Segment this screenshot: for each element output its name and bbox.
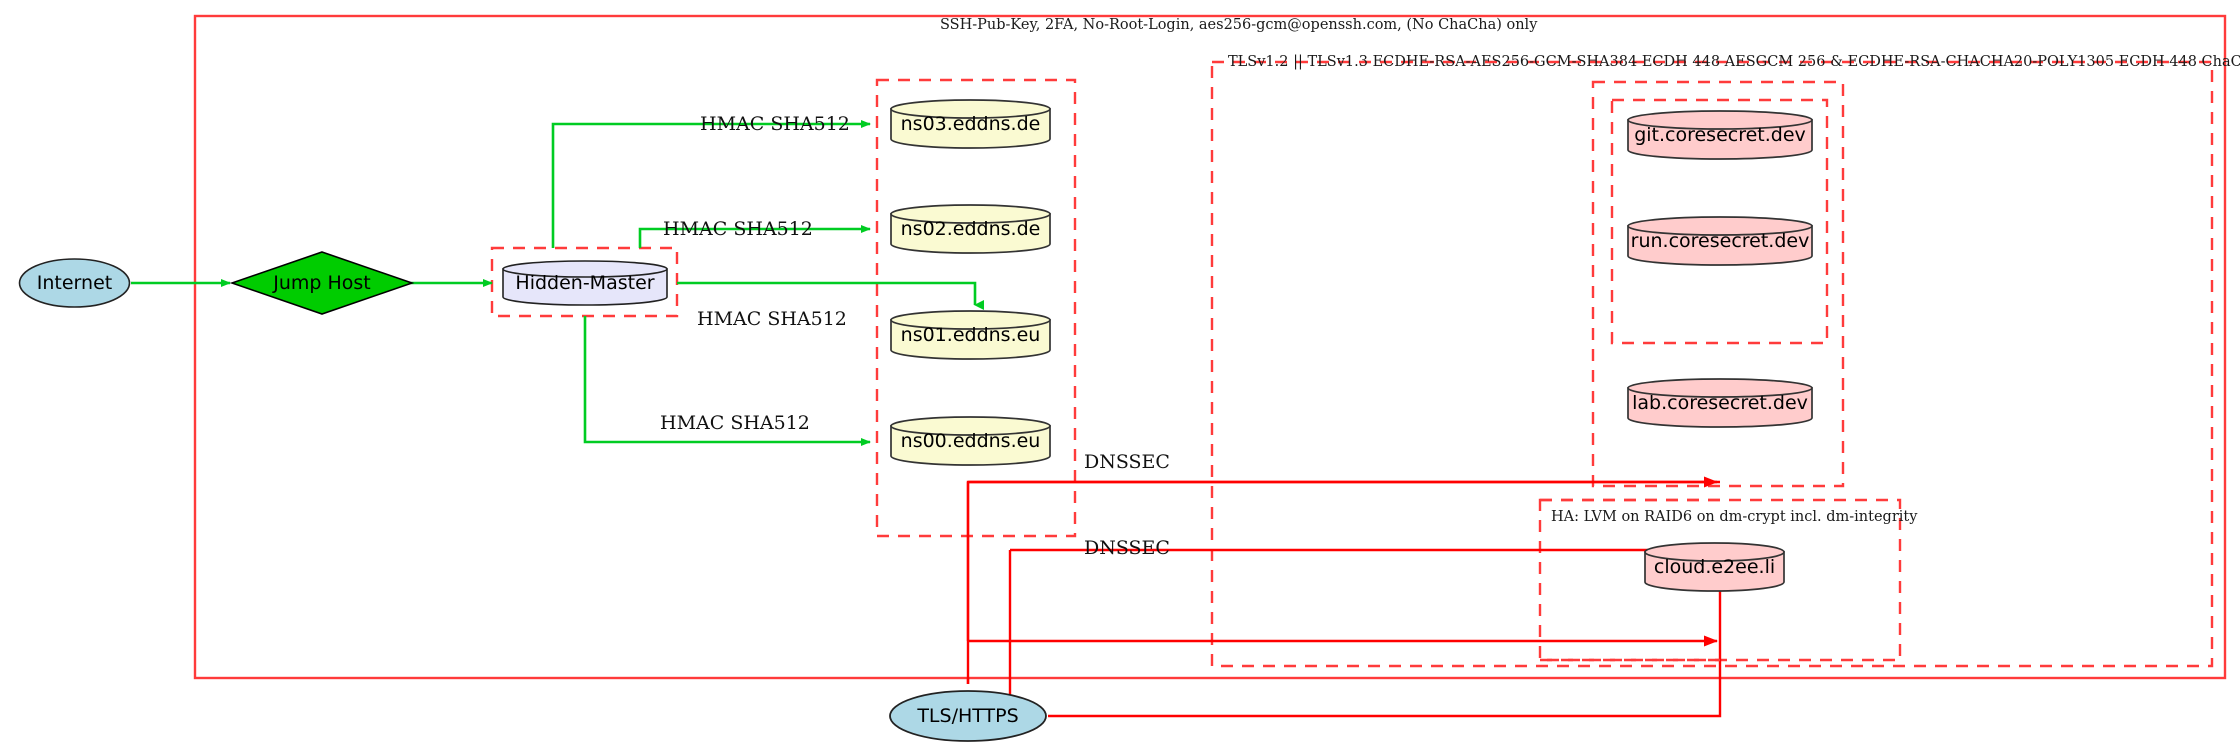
node-ns01[interactable]: ns01.eddns.eu (888, 310, 1053, 360)
node-ns00[interactable]: ns00.eddns.eu (888, 416, 1053, 466)
boundary-dns-zone (875, 78, 1077, 538)
boundary-ssh-zone-label: SSH-Pub-Key, 2FA, No-Root-Login, aes256-… (940, 17, 1538, 33)
boundary-ssh-zone (193, 14, 2227, 680)
edge-label-hmac-ns00: HMAC SHA512 (660, 412, 810, 434)
node-ns02[interactable]: ns02.eddns.de (888, 204, 1053, 254)
edge-label-hmac-ns01: HMAC SHA512 (697, 308, 847, 330)
boundary-app-zone (1591, 80, 1845, 488)
boundary-ha-zone-label: HA: LVM on RAID6 on dm-crypt incl. dm-in… (1551, 509, 1918, 525)
edge-master-ns01 (677, 281, 984, 310)
node-run-coresecret[interactable]: run.coresecret.dev (1625, 216, 1815, 266)
edge-master-ns02 (638, 225, 871, 248)
node-jump-host[interactable]: Jump Host (229, 250, 415, 316)
edge-label-hmac-ns02: HMAC SHA512 (663, 218, 813, 240)
boundary-tls-zone (1210, 60, 2214, 668)
node-ns03[interactable]: ns03.eddns.de (888, 99, 1053, 149)
node-git-coresecret[interactable]: git.coresecret.dev (1625, 110, 1815, 160)
edge-master-ns00 (583, 316, 871, 446)
node-tls-https[interactable]: TLS/HTTPS (888, 690, 1048, 742)
node-cloud-e2ee[interactable]: cloud.e2ee.li (1642, 542, 1787, 592)
edge-label-dnssec-upper: DNSSEC (1084, 451, 1170, 473)
boundary-tls-zone-label: TLSv1.2 || TLSv1.3 ECDHE-RSA-AES256-GCM-… (1228, 54, 2240, 70)
edge-master-ns03 (551, 120, 871, 248)
node-hidden-master[interactable]: Hidden-Master (500, 260, 670, 306)
node-internet[interactable]: Internet (18, 258, 131, 308)
edge-tls-right (1048, 560, 1722, 718)
edge-label-dnssec-lower: DNSSEC (1084, 537, 1170, 559)
edge-label-hmac-ns03: HMAC SHA512 (700, 113, 850, 135)
node-lab-coresecret[interactable]: lab.coresecret.dev (1625, 378, 1815, 428)
boundary-app-inner-zone (1610, 98, 1829, 345)
